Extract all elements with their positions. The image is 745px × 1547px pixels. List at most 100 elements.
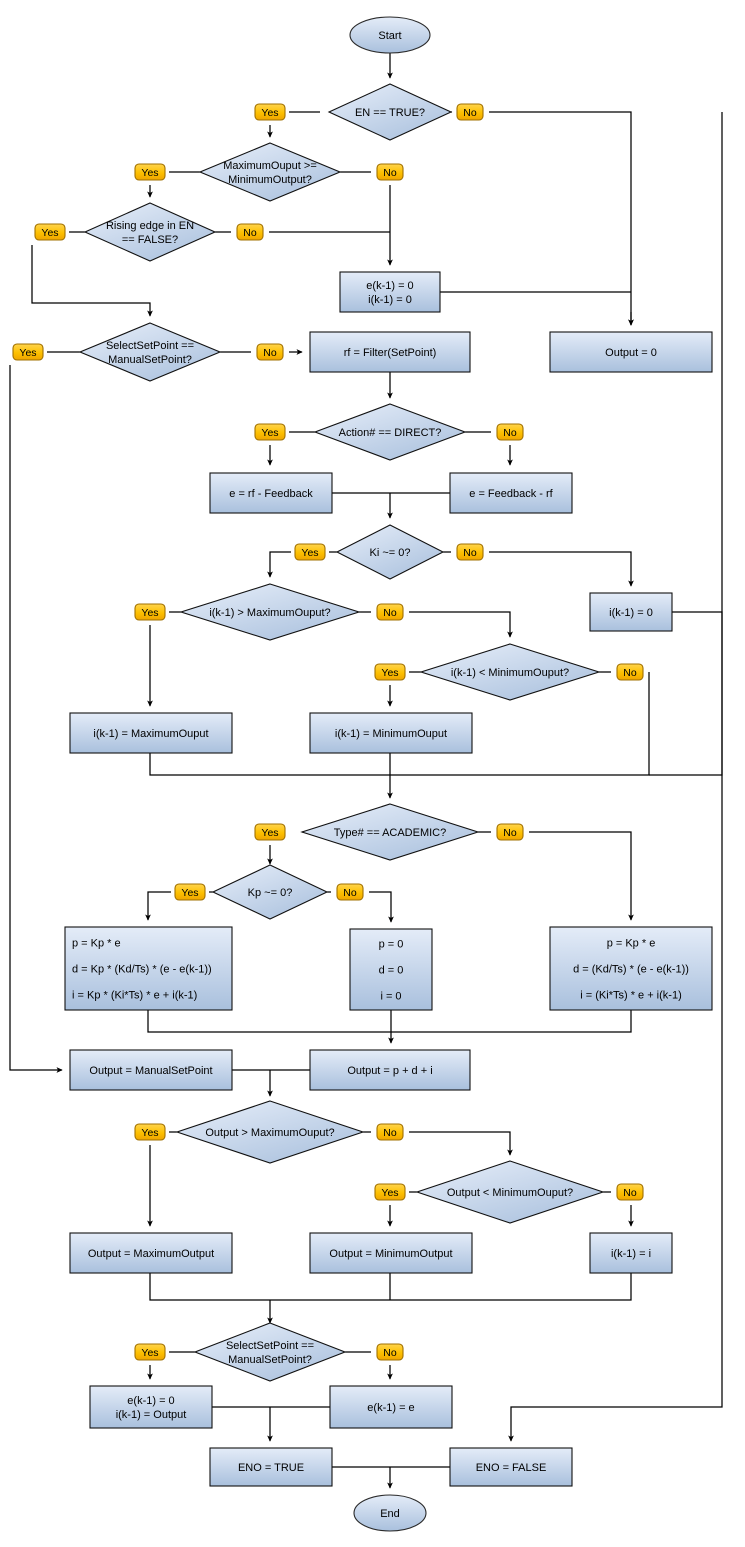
decision-d_selectsp_2: SelectSetPoint ==ManualSetPoint?	[193, 1322, 347, 1382]
branch-label-yes: Yes	[134, 163, 166, 181]
branch-label-text: Yes	[141, 607, 158, 619]
node-label: rf = Filter(SetPoint)	[344, 347, 437, 359]
process-p_ek1_e: e(k-1) = e	[329, 1385, 453, 1429]
node-label: i(k-1) < MinimumOuput?	[451, 667, 569, 679]
branch-label-no: No	[376, 603, 404, 621]
branch-label-text: No	[503, 427, 517, 439]
node-label: e(k-1) = 0	[366, 280, 413, 292]
branch-label-yes: Yes	[134, 1343, 166, 1361]
decision-d_ki: Ki ~= 0?	[335, 524, 445, 580]
node-label: p = Kp * e	[607, 938, 656, 950]
node-label: Output = MinimumOutput	[329, 1248, 452, 1260]
branch-label-yes: Yes	[254, 103, 286, 121]
branch-label-text: No	[463, 547, 477, 559]
branch-label-yes: Yes	[174, 883, 206, 901]
node-label: ENO = TRUE	[238, 1462, 304, 1474]
branch-label-yes: Yes	[374, 1183, 406, 1201]
branch-label-no: No	[256, 343, 284, 361]
branch-label-text: Yes	[141, 167, 158, 179]
branch-label-no: No	[496, 823, 524, 841]
connector	[149, 1273, 390, 1301]
branch-label-no: No	[376, 1123, 404, 1141]
node-label: End	[380, 1508, 400, 1520]
node-label: Kp ~= 0?	[248, 887, 293, 899]
decision-d_en_true: EN == TRUE?	[327, 83, 453, 141]
node-label: i(k-1) = 0	[609, 607, 653, 619]
branch-label-no: No	[336, 883, 364, 901]
node-label: d = Kp * (Kd/Ts) * (e - e(k-1))	[72, 964, 212, 976]
branch-label-text: No	[243, 227, 257, 239]
node-label: e = Feedback - rf	[469, 488, 553, 500]
node-label: e = rf - Feedback	[229, 488, 313, 500]
branch-label-no: No	[456, 543, 484, 561]
node-label: Start	[378, 30, 401, 42]
branch-label-yes: Yes	[134, 1123, 166, 1141]
branch-label-no: No	[236, 223, 264, 241]
decision-d_ik1_lt_min: i(k-1) < MinimumOuput?	[419, 643, 601, 701]
node-label: Output > MaximumOuput?	[205, 1127, 334, 1139]
node-label: Output < MinimumOuput?	[447, 1187, 573, 1199]
decision-d_selectsp_1: SelectSetPoint ==ManualSetPoint?	[78, 322, 222, 382]
node-label: Output = ManualSetPoint	[89, 1065, 212, 1077]
connector	[409, 611, 513, 638]
process-p_output_zero: Output = 0	[549, 331, 713, 373]
connector	[409, 1131, 513, 1156]
node-label: Action# == DIRECT?	[339, 427, 442, 439]
decision-d_max_min: MaximumOuput >=MinimumOutput?	[198, 142, 342, 202]
branch-label-yes: Yes	[374, 663, 406, 681]
connector	[147, 1010, 390, 1033]
node-label: e(k-1) = 0	[127, 1395, 174, 1407]
node-label: i = Kp * (Ki*Ts) * e + i(k-1)	[72, 990, 197, 1002]
node-label: d = 0	[379, 965, 404, 977]
connector	[267, 551, 291, 578]
branch-label-text: No	[343, 887, 357, 899]
connector	[145, 891, 171, 921]
decision-d_kp: Kp ~= 0?	[211, 864, 329, 920]
process-p_eno_false: ENO = FALSE	[449, 1447, 573, 1487]
connector	[489, 111, 634, 326]
node-label: == FALSE?	[122, 234, 178, 246]
node-label: Output = MaximumOutput	[88, 1248, 214, 1260]
branch-label-no: No	[456, 103, 484, 121]
branch-label-no: No	[616, 1183, 644, 1201]
branch-label-yes: Yes	[134, 603, 166, 621]
process-p_ik1_min: i(k-1) = MinimumOuput	[309, 712, 473, 754]
terminator-end: End	[353, 1494, 427, 1532]
connector	[390, 1010, 632, 1033]
process-p_pdi_academic: p = Kp * e d = Kp * (Kd/Ts) * (e - e(k-1)…	[64, 926, 233, 1011]
node-label: Type# == ACADEMIC?	[334, 827, 447, 839]
branch-label-text: No	[623, 1187, 637, 1199]
connector	[508, 112, 723, 1442]
node-label: Ki ~= 0?	[370, 547, 411, 559]
connector	[649, 611, 723, 776]
process-p_e_direct: e = rf - Feedback	[209, 472, 333, 514]
process-p_ik1_zero: i(k-1) = 0	[589, 592, 673, 632]
node-label: p = Kp * e	[72, 938, 121, 950]
node-label: ManualSetPoint?	[108, 354, 192, 366]
process-p_eno_true: ENO = TRUE	[209, 1447, 333, 1487]
terminator-start: Start	[349, 16, 431, 54]
connector	[489, 551, 634, 587]
branch-label-text: No	[383, 607, 397, 619]
branch-label-text: Yes	[381, 667, 398, 679]
branch-label-yes: Yes	[12, 343, 44, 361]
process-p_ek1_out: e(k-1) = 0i(k-1) = Output	[89, 1385, 213, 1429]
node-label: ManualSetPoint?	[228, 1354, 312, 1366]
branch-label-text: Yes	[381, 1187, 398, 1199]
node-label: p = 0	[379, 939, 404, 951]
node-label: i(k-1) = MaximumOuput	[93, 728, 208, 740]
process-p_pdi_zero: p = 0d = 0i = 0	[349, 928, 433, 1011]
node-label: MinimumOutput?	[228, 174, 312, 186]
branch-label-text: Yes	[261, 427, 278, 439]
branch-label-text: Yes	[141, 1347, 158, 1359]
node-label: i(k-1) = MinimumOuput	[335, 728, 447, 740]
branch-label-text: Yes	[261, 827, 278, 839]
process-p_out_manual: Output = ManualSetPoint	[69, 1049, 233, 1091]
node-label: i(k-1) = i	[611, 1248, 651, 1260]
branch-label-no: No	[376, 163, 404, 181]
branch-label-text: No	[263, 347, 277, 359]
node-label: i(k-1) > MaximumOuput?	[209, 607, 330, 619]
decision-d_type: Type# == ACADEMIC?	[300, 803, 480, 861]
